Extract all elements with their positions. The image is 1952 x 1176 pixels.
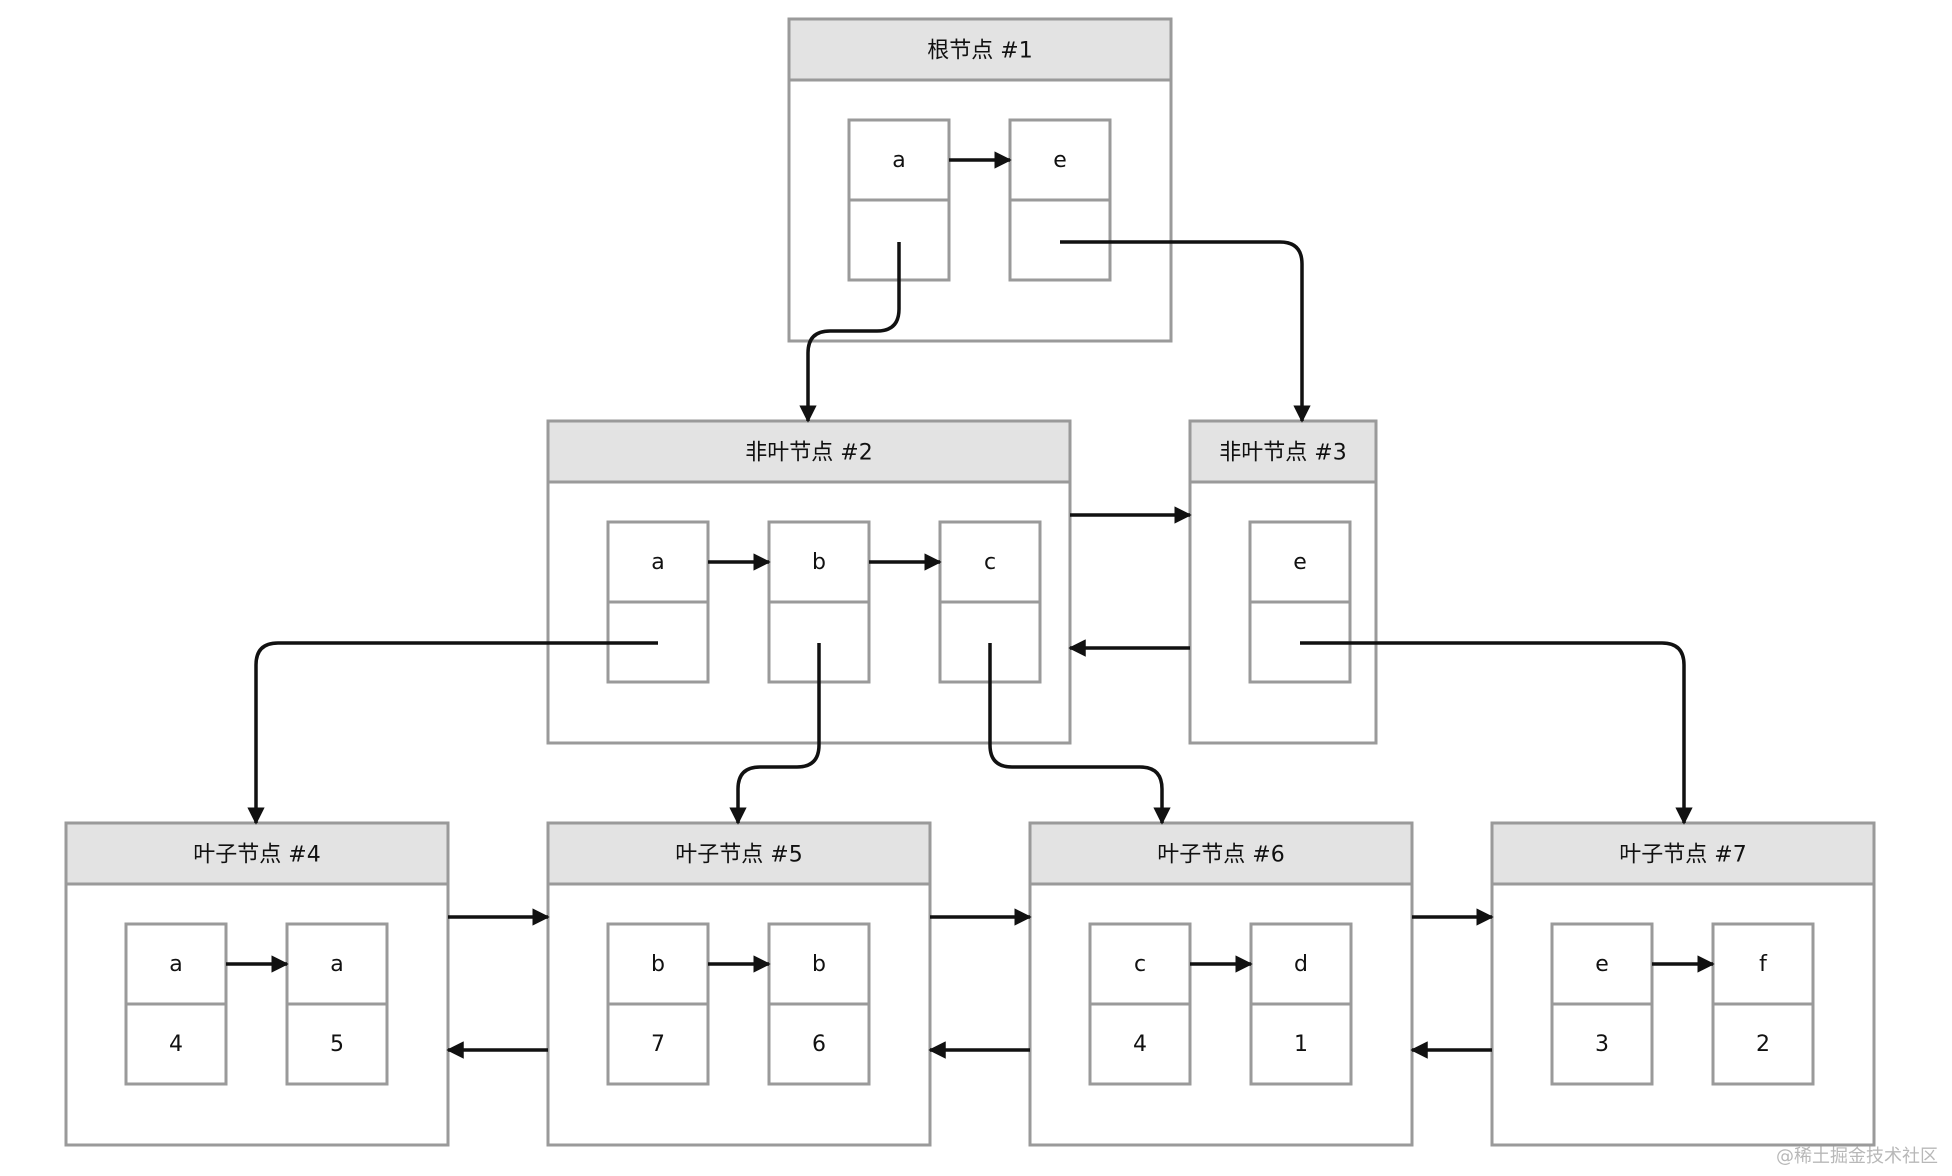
pointer-slot bbox=[285, 1002, 389, 1086]
child-pointer-arrow bbox=[988, 643, 1171, 825]
cell-value: 5 bbox=[330, 1032, 344, 1057]
watermark: @稀土掘金技术社区 bbox=[1776, 1146, 1938, 1167]
cell-key: a bbox=[892, 148, 905, 173]
child-pointer-arrow bbox=[247, 641, 658, 825]
key-cell: e3 bbox=[1550, 922, 1654, 1086]
key-cell: e bbox=[1008, 118, 1112, 282]
node-header bbox=[64, 821, 450, 886]
node-title: 非叶节点 #2 bbox=[745, 441, 872, 466]
child-pointer-arrow bbox=[799, 242, 901, 423]
cell-key: c bbox=[984, 550, 996, 575]
pointer-slot bbox=[1088, 1002, 1192, 1086]
key-cell: e bbox=[1248, 520, 1352, 684]
pointer-slot bbox=[1711, 1002, 1815, 1086]
cell-key: a bbox=[330, 952, 343, 977]
cell-key: e bbox=[1595, 952, 1609, 977]
node-header bbox=[787, 17, 1173, 82]
key-slot bbox=[1248, 520, 1352, 604]
node-title: 叶子节点 #4 bbox=[193, 843, 320, 868]
pointer-slot bbox=[1008, 198, 1112, 282]
cell-key: f bbox=[1759, 952, 1768, 977]
pointer-slot bbox=[124, 1002, 228, 1086]
key-cell: d1 bbox=[1249, 922, 1353, 1086]
key-cell: b6 bbox=[767, 922, 871, 1086]
cell-key: a bbox=[169, 952, 182, 977]
node-title: 非叶节点 #3 bbox=[1219, 441, 1346, 466]
key-cell: f2 bbox=[1711, 922, 1815, 1086]
cell-value: 2 bbox=[1756, 1032, 1770, 1057]
cell-key: e bbox=[1293, 550, 1307, 575]
child-pointer-arrow bbox=[1060, 240, 1311, 423]
cell-key: e bbox=[1053, 148, 1067, 173]
cell-key: d bbox=[1294, 952, 1308, 977]
key-slot bbox=[606, 520, 710, 604]
node-header bbox=[1490, 821, 1876, 886]
cell-key: b bbox=[651, 952, 665, 977]
key-cell: a4 bbox=[124, 922, 228, 1086]
cell-value: 1 bbox=[1294, 1032, 1308, 1057]
key-cell: c4 bbox=[1088, 922, 1192, 1086]
key-slot bbox=[767, 922, 871, 1006]
key-cell: a5 bbox=[285, 922, 389, 1086]
node-title: 根节点 #1 bbox=[927, 39, 1032, 64]
node-title: 叶子节点 #7 bbox=[1619, 843, 1746, 868]
node-title: 叶子节点 #6 bbox=[1157, 843, 1284, 868]
key-slot bbox=[606, 922, 710, 1006]
pointer-slot bbox=[606, 1002, 710, 1086]
cell-key: b bbox=[812, 550, 826, 575]
node-header bbox=[546, 419, 1072, 484]
key-cell: b7 bbox=[606, 922, 710, 1086]
key-cell: b bbox=[767, 520, 871, 684]
node-title: 叶子节点 #5 bbox=[675, 843, 802, 868]
pointer-slot bbox=[1550, 1002, 1654, 1086]
nonleaf-node-2: 非叶节点 #2 a b c bbox=[546, 419, 1072, 745]
node-header bbox=[1028, 821, 1414, 886]
cell-value: 4 bbox=[169, 1032, 183, 1057]
nonleaf-node-3: 非叶节点 #3 e bbox=[1188, 419, 1378, 745]
cell-value: 4 bbox=[1133, 1032, 1147, 1057]
pointer-slot bbox=[767, 1002, 871, 1086]
cell-key: c bbox=[1134, 952, 1146, 977]
key-slot bbox=[1088, 922, 1192, 1006]
child-pointer-arrow bbox=[1300, 641, 1693, 825]
pointer-slot bbox=[1249, 1002, 1353, 1086]
cell-value: 7 bbox=[651, 1032, 665, 1057]
key-cell: a bbox=[606, 520, 710, 684]
node-header bbox=[1188, 419, 1378, 484]
cell-value: 6 bbox=[812, 1032, 826, 1057]
node-header bbox=[546, 821, 932, 886]
child-pointer-arrow bbox=[729, 643, 821, 825]
key-slot bbox=[1249, 922, 1353, 1006]
cell-value: 3 bbox=[1595, 1032, 1609, 1057]
root-node-1: 根节点 #1 a e bbox=[787, 17, 1173, 343]
cell-key: a bbox=[651, 550, 664, 575]
key-slot bbox=[285, 922, 389, 1006]
cell-key: b bbox=[812, 952, 826, 977]
